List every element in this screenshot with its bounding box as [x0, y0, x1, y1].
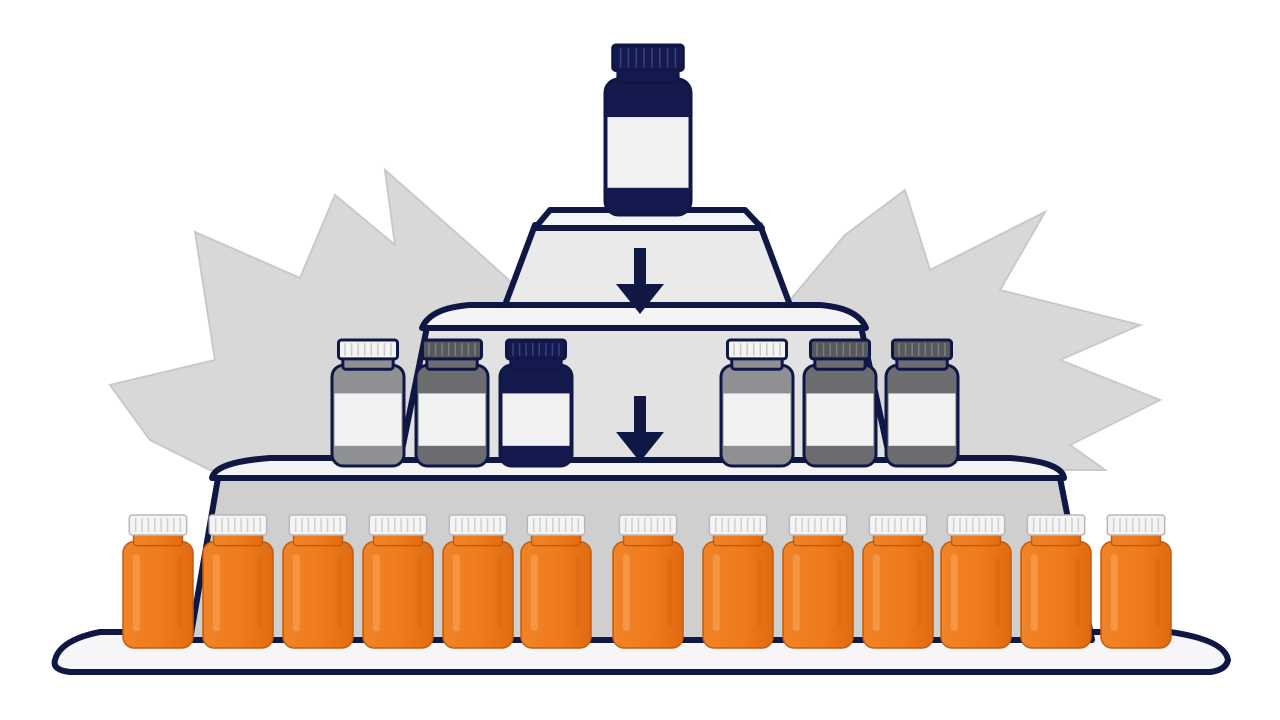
bottle-cap: [128, 514, 188, 536]
bottom-bottle: [612, 514, 684, 649]
bottle-label: [502, 393, 570, 446]
bottle-cap: [611, 43, 685, 72]
bottom-tier-bottles: [122, 514, 1172, 649]
bottle-label: [723, 393, 791, 446]
bottle-shadow: [917, 557, 922, 627]
bottle-label: [888, 393, 956, 446]
bottom-bottle: [202, 514, 274, 649]
bottom-bottle: [362, 514, 434, 649]
bottle-label: [418, 393, 486, 446]
bottle-cap: [868, 514, 928, 536]
arrow-down-icon: [616, 396, 664, 462]
bottle-label: [334, 393, 402, 446]
arrows: [616, 248, 664, 462]
bottle-shadow: [497, 557, 502, 627]
bottom-bottle: [520, 514, 592, 649]
bottle-cap: [618, 514, 678, 536]
bottle-highlight: [1110, 554, 1118, 631]
middle-tier-bottles: [330, 338, 960, 468]
bottle-cap: [890, 338, 954, 361]
bottle-shadow: [177, 557, 182, 627]
bottom-bottle: [1100, 514, 1172, 649]
bottom-bottle: [862, 514, 934, 649]
bottom-bottle: [442, 514, 514, 649]
bottle-highlight: [792, 554, 800, 631]
bottle-shadow: [757, 557, 762, 627]
bottle-highlight: [530, 554, 538, 631]
bottle-shadow: [837, 557, 842, 627]
bottle-shadow: [667, 557, 672, 627]
bottle-highlight: [292, 554, 300, 631]
bottle-cap: [1026, 514, 1086, 536]
middle-bottle: [802, 338, 878, 468]
bottle-shadow: [417, 557, 422, 627]
bottom-bottle: [282, 514, 354, 649]
bottle-label: [806, 393, 874, 446]
middle-bottle: [884, 338, 960, 468]
middle-bottle: [719, 338, 795, 468]
bottle-cap: [1106, 514, 1166, 536]
top-bottle: [603, 43, 693, 217]
bottle-highlight: [452, 554, 460, 631]
bottle-cap: [526, 514, 586, 536]
arrow-down-icon: [616, 248, 664, 314]
bottle-cap: [368, 514, 428, 536]
bottle-highlight: [872, 554, 880, 631]
top-slab: [532, 207, 765, 231]
bottle-cap: [448, 514, 508, 536]
bottle-highlight: [1030, 554, 1038, 631]
bottle-shadow: [1155, 557, 1160, 627]
bottom-bottle: [122, 514, 194, 649]
bottom-bottle: [940, 514, 1012, 649]
bottle-shadow: [337, 557, 342, 627]
top-tier-bottles: [603, 43, 693, 217]
bottle-shadow: [1075, 557, 1080, 627]
bottle-cap: [808, 338, 872, 361]
bottle-cap: [420, 338, 484, 361]
bottle-highlight: [132, 554, 140, 631]
bottle-shadow: [575, 557, 580, 627]
bottle-cap: [946, 514, 1006, 536]
middle-bottle: [414, 338, 490, 468]
upper-slab: [419, 302, 869, 331]
bottle-highlight: [622, 554, 630, 631]
bottle-shadow: [995, 557, 1000, 627]
bottom-bottle: [1020, 514, 1092, 649]
bottle-cap: [336, 338, 400, 361]
bottle-highlight: [712, 554, 720, 631]
bottle-shadow: [257, 557, 262, 627]
bottle-cap: [208, 514, 268, 536]
bottom-bottle: [782, 514, 854, 649]
middle-bottle: [330, 338, 406, 468]
bottle-highlight: [372, 554, 380, 631]
bottle-highlight: [950, 554, 958, 631]
bottle-cap: [288, 514, 348, 536]
bottle-cap: [708, 514, 768, 536]
bottle-highlight: [212, 554, 220, 631]
bottom-bottle: [702, 514, 774, 649]
bottle-cap: [788, 514, 848, 536]
middle-bottle: [498, 338, 574, 468]
bottle-cap: [725, 338, 789, 361]
bottle-cap: [504, 338, 568, 361]
bottle-label: [607, 117, 689, 188]
